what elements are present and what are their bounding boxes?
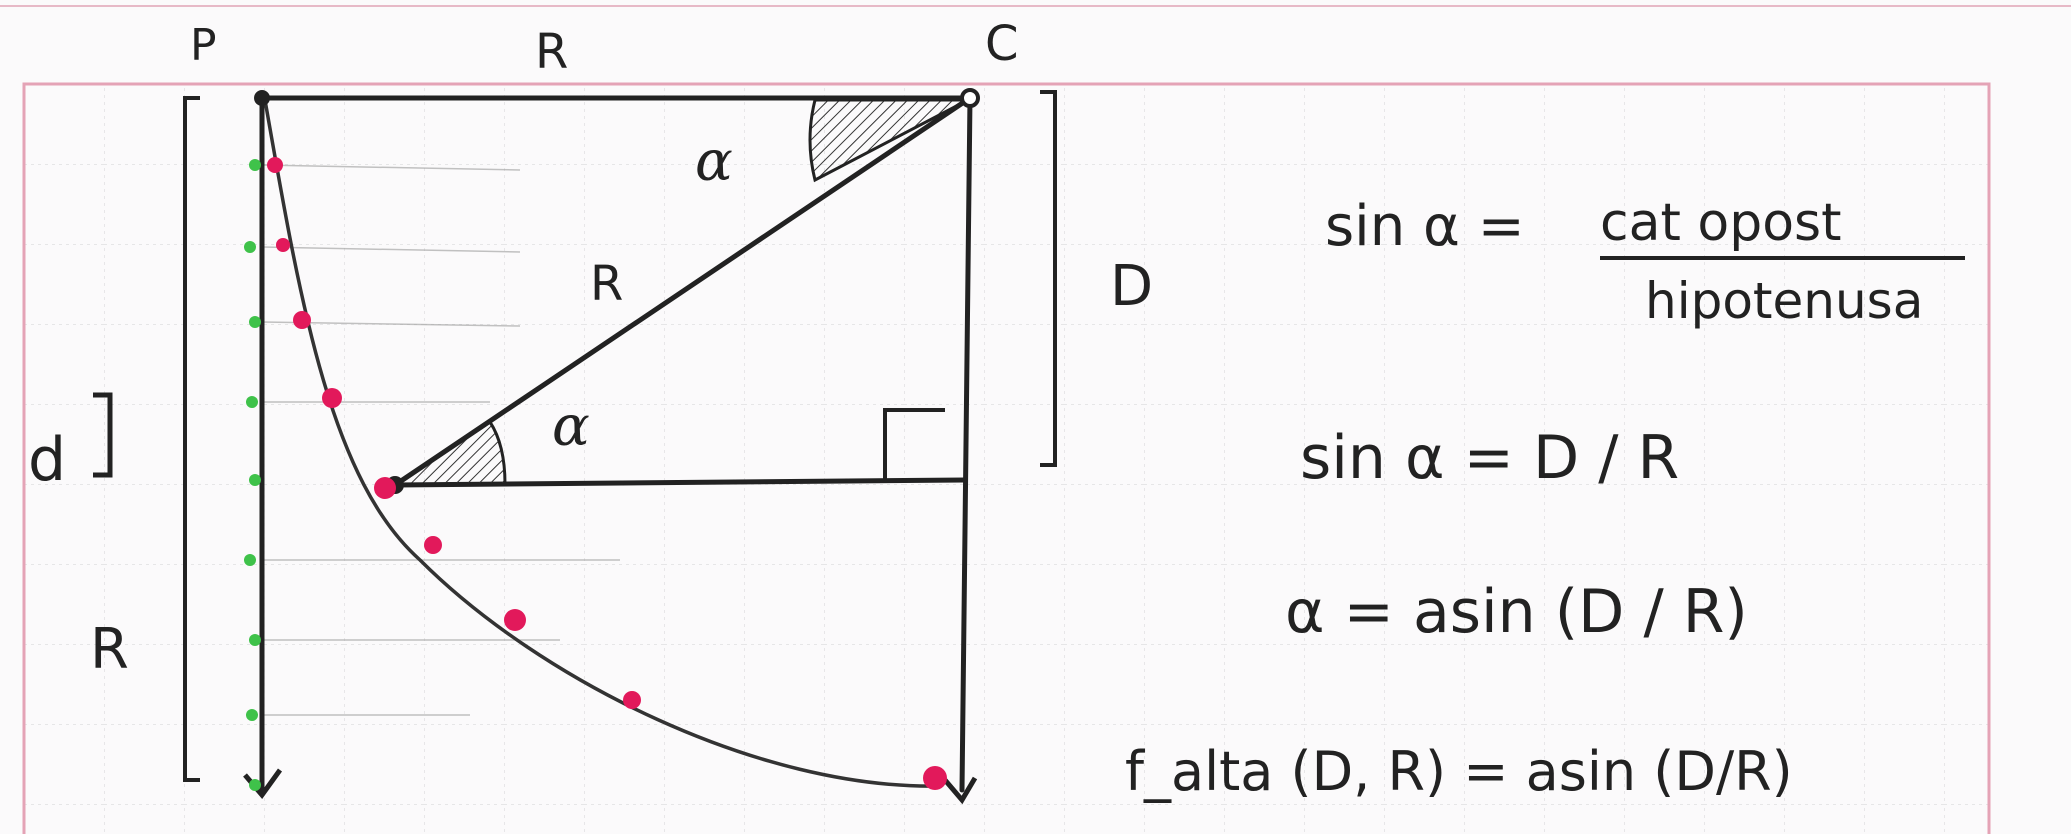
label-point-c: C (985, 16, 1019, 72)
equation-1-denominator: hipotenusa (1645, 272, 1923, 330)
label-top-radius: R (535, 24, 568, 80)
label-distance-d: D (1110, 254, 1153, 319)
trajectory-curve (263, 99, 941, 788)
point-p-marker (254, 90, 270, 106)
green-dots (244, 159, 261, 791)
label-diagonal-radius: R (590, 256, 623, 312)
hypotenuse (392, 95, 973, 488)
right-vertical-edge (959, 95, 973, 793)
label-angle-mid: α (552, 394, 590, 459)
equation-1-numerator: cat opost (1600, 193, 1842, 253)
left-length-bracket (183, 96, 200, 782)
angle-wedge-mid (393, 419, 507, 486)
equations-panel: sin α = cat opost hipotenusa sin α = D /… (1125, 193, 1965, 803)
right-angle-mark (883, 408, 945, 480)
label-point-p: P (190, 20, 217, 71)
label-angle-top: α (695, 129, 733, 194)
red-dots (267, 157, 947, 790)
right-arrow-head (943, 776, 978, 805)
distance-d-bracket (1040, 90, 1057, 467)
label-lower-left-radius: R (90, 617, 129, 682)
page-border (22, 82, 1991, 834)
point-c-marker (960, 88, 980, 108)
pencil-guide-lines (261, 164, 620, 716)
equation-3: α = asin (D / R) (1285, 577, 1748, 647)
angle-wedge-top (808, 98, 969, 183)
label-small-d: d (28, 425, 66, 495)
equation-4: f_alta (D, R) = asin (D/R) (1125, 740, 1793, 803)
small-d-bracket (93, 392, 113, 478)
equation-1-lhs: sin α = (1325, 194, 1525, 259)
equation-2: sin α = D / R (1300, 423, 1679, 493)
